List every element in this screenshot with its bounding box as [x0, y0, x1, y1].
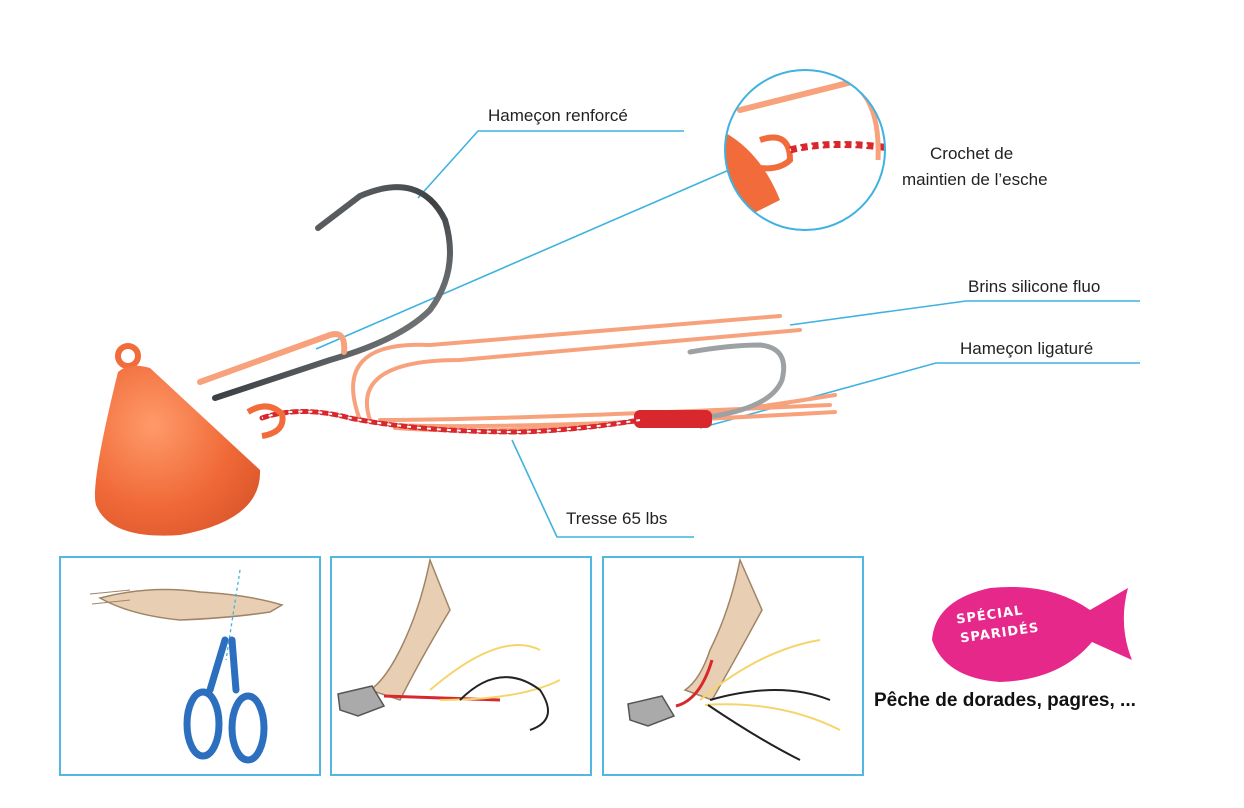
step-panel-1 [59, 556, 321, 776]
bait-holder-arm [197, 331, 348, 385]
label-bait-hook-line2: maintien de l’esche [902, 170, 1048, 189]
step-panel-3 [602, 556, 864, 776]
leader-silicone [789, 300, 1140, 326]
scissors-icon [183, 636, 268, 764]
label-braid: Tresse 65 lbs [566, 509, 668, 528]
step-panel-2 [330, 556, 592, 776]
leader-braid [511, 439, 694, 538]
label-tied-hook: Hameçon ligaturé [960, 339, 1094, 358]
tied-hook [637, 342, 787, 423]
silicone-strands [351, 314, 837, 433]
leader-bait-hook [315, 169, 730, 350]
label-silicone-strands: Brins silicone fluo [968, 277, 1101, 296]
leader-tied-hook [699, 362, 1140, 429]
sparides-fish-badge [932, 586, 1132, 682]
hook-binding [634, 410, 712, 428]
jig-head [94, 343, 286, 536]
step2-illustration [337, 557, 561, 731]
shrimp-icon [98, 588, 284, 621]
zoom-detail [724, 69, 886, 231]
label-bait-hook-line1: Crochet de [930, 144, 1014, 163]
main-hook [212, 184, 453, 401]
step3-illustration [627, 557, 841, 761]
step1-illustration [89, 569, 284, 764]
label-hook-reinforced: Hameçon renforcé [488, 106, 628, 125]
tagline: Pêche de dorades, pagres, ... [874, 690, 1136, 711]
leader-hook-reinforced [417, 130, 684, 199]
